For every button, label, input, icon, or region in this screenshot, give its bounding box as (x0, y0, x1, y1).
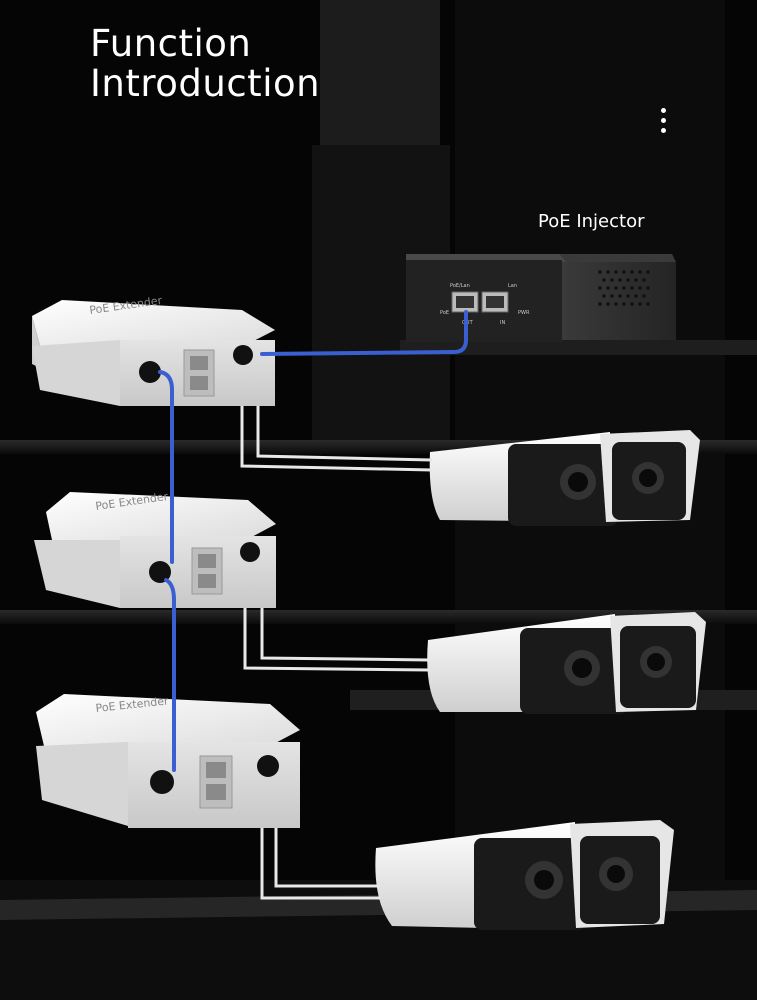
menu-dot (661, 128, 666, 133)
port-label: PoE/Lan (450, 283, 470, 289)
vent-grille (598, 270, 650, 306)
blue-cables (158, 310, 468, 772)
injector-port-poe-lan (451, 291, 479, 313)
poe-extender-1: PoE Extender (32, 294, 275, 406)
camera (610, 612, 706, 712)
camera (600, 430, 700, 522)
title-line-1: Function (90, 22, 252, 65)
port-label: PoE (440, 310, 449, 316)
page-title: Function Introduction (90, 24, 320, 104)
injector-label: PoE Injector (538, 211, 645, 232)
camera-group-3 (375, 820, 674, 930)
camera-group-1 (429, 430, 700, 526)
menu-dot (661, 108, 666, 113)
poe-injector: PoE/Lan Lan PoE PWR OUT IN (406, 254, 676, 342)
injector-port-lan (481, 291, 509, 313)
cable-blue-chain (158, 370, 174, 564)
menu-dot (661, 118, 666, 123)
camera (570, 820, 674, 928)
background-step (0, 610, 757, 624)
more-vertical-icon[interactable] (654, 104, 674, 140)
port-label: PWR (518, 310, 530, 316)
port-label: IN (500, 320, 505, 326)
camera (427, 614, 628, 714)
title-line-2: Introduction (90, 62, 321, 105)
background-column (320, 0, 440, 150)
cable-blue-chain (164, 578, 176, 772)
camera (429, 432, 618, 526)
poe-extender-2: PoE Extender (34, 490, 276, 608)
cable-blue-injector (260, 310, 468, 356)
injector-shelf (400, 340, 757, 355)
camera (375, 822, 586, 930)
port-label: Lan (508, 283, 517, 289)
camera-group-2 (427, 612, 706, 714)
poe-extender-3: PoE Extender (36, 694, 300, 828)
